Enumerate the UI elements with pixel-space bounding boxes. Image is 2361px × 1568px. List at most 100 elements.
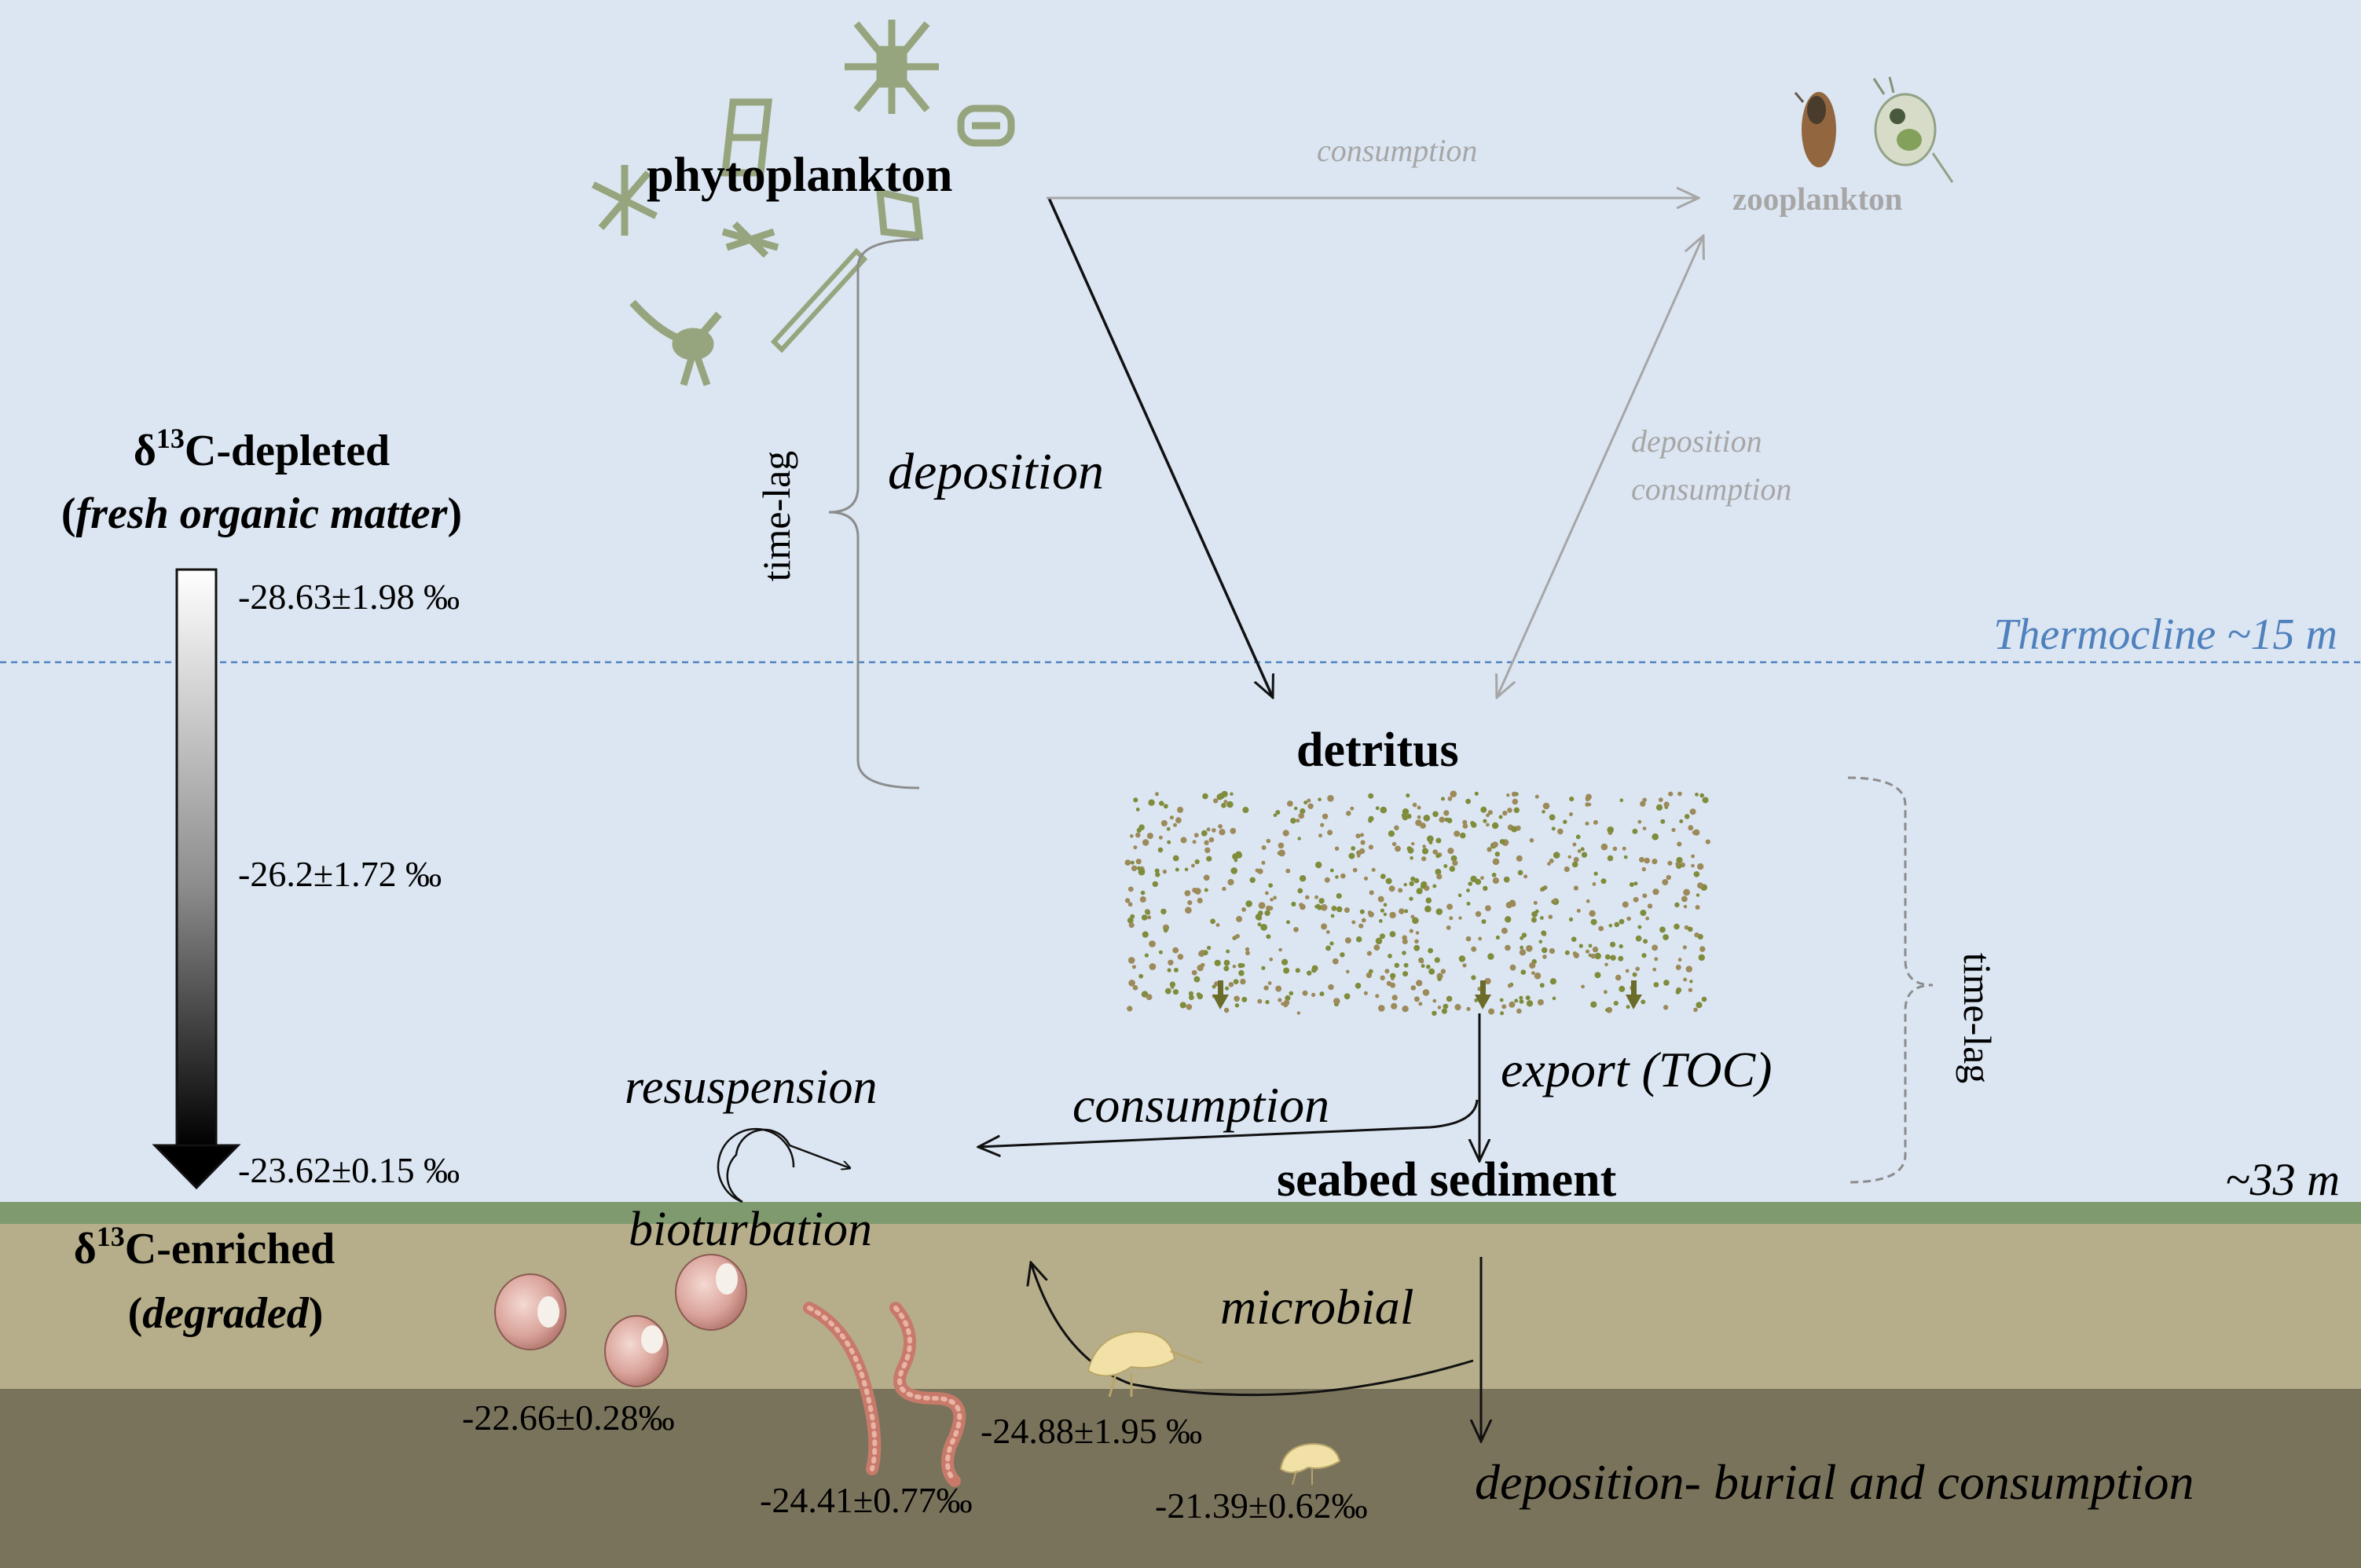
detritus-particle <box>1688 987 1693 992</box>
detritus-particle <box>1640 910 1647 916</box>
detritus-particle <box>1422 844 1426 848</box>
detritus-particle <box>1447 796 1453 801</box>
detritus-particle <box>1428 947 1433 954</box>
detritus-particle <box>1571 936 1577 942</box>
detritus-particle <box>1278 998 1282 1002</box>
detritus-particle <box>1424 905 1432 913</box>
detritus-particle <box>1268 906 1274 910</box>
detritus-particle <box>1679 819 1684 823</box>
detritus-particle <box>1466 901 1471 906</box>
detritus-particle <box>1375 994 1380 998</box>
detritus-particle <box>1409 929 1413 933</box>
detritus-particle <box>1481 919 1487 925</box>
detritus-particle <box>1322 813 1329 820</box>
detritus-particle <box>1592 882 1597 886</box>
time-lag-bracket-right <box>1847 776 1934 1184</box>
detritus-particle <box>1368 818 1373 823</box>
detritus-particle <box>1299 875 1307 882</box>
detritus-particle <box>1133 845 1138 850</box>
detritus-particle <box>1593 871 1598 876</box>
detritus-particle <box>1539 983 1545 988</box>
detritus-particle <box>1432 811 1439 818</box>
detritus-particle <box>1435 837 1442 844</box>
detritus-particle <box>1652 833 1659 841</box>
detritus-particle <box>1157 847 1164 853</box>
detritus-particle <box>1167 840 1171 844</box>
detritus-particle <box>1662 879 1669 885</box>
detritus-particle <box>1423 815 1431 822</box>
detritus-particle <box>1184 867 1189 872</box>
detritus-particle <box>1270 897 1274 902</box>
detritus-particle <box>1169 981 1176 987</box>
detritus-particle <box>1135 832 1141 838</box>
detritus-particle <box>1265 891 1269 896</box>
detritus-particle <box>1575 834 1581 840</box>
water-column <box>0 0 2361 1202</box>
detritus-particle <box>1164 987 1171 995</box>
detritus-particle <box>1260 924 1267 931</box>
detritus-particle <box>1180 837 1187 844</box>
microbial-label: microbial <box>1220 1279 1414 1335</box>
detritus-particle <box>1428 968 1435 975</box>
detritus-particle <box>1594 972 1601 979</box>
detritus-particle <box>1380 908 1384 913</box>
detritus-particle <box>1149 940 1156 947</box>
detritus-particle <box>1241 907 1246 912</box>
detritus-particle <box>1214 959 1221 966</box>
detritus-particle <box>1193 833 1199 838</box>
detritus-particle <box>1640 800 1646 807</box>
detritus-particle <box>1507 808 1512 813</box>
detritus-particle <box>1514 998 1519 1003</box>
detritus-particle <box>1443 1003 1449 1009</box>
detritus-particle <box>1454 1004 1461 1011</box>
diatom-chain-icon <box>720 98 773 177</box>
detritus-particle <box>1420 883 1426 889</box>
detritus-particle <box>1446 995 1453 1002</box>
detritus-particle <box>1585 821 1589 826</box>
detritus-particle <box>1197 897 1203 903</box>
detritus-particle <box>1623 855 1628 859</box>
detritus-particle <box>1449 866 1456 872</box>
detritus-particle <box>1580 847 1585 852</box>
detritus-particle <box>1462 819 1468 825</box>
detritus-particle <box>1693 871 1700 877</box>
detritus-particle <box>1175 817 1182 824</box>
detritus-particle <box>1519 949 1527 956</box>
detritus-particle <box>1502 810 1508 816</box>
detritus-particle <box>1147 915 1152 920</box>
detritus-particle <box>1163 804 1168 809</box>
export-toc-label: export (TOC) <box>1501 1042 1772 1097</box>
detritus-particle <box>1471 975 1476 980</box>
detritus-particle <box>1663 1005 1669 1010</box>
detritus-particle <box>1375 806 1380 811</box>
detritus-particle <box>1683 888 1691 896</box>
detritus-particle <box>1529 962 1536 969</box>
detritus-particle <box>1311 992 1316 997</box>
detritus-particle <box>1404 909 1409 914</box>
detritus-particle <box>1675 964 1681 970</box>
detritus-particle <box>1615 974 1622 981</box>
detritus-particle <box>1391 841 1397 847</box>
detritus-particle <box>1325 945 1331 951</box>
detritus-particle <box>1223 965 1230 972</box>
detritus-particle <box>1647 903 1653 909</box>
detritus-particle <box>1234 995 1240 1002</box>
detritus-particle <box>1128 922 1135 929</box>
detritus-particle <box>1484 977 1491 985</box>
detritus-particle <box>1130 914 1135 919</box>
detritus-particle <box>1167 968 1171 973</box>
zooplankton-label: zooplankton <box>1732 181 1903 217</box>
detritus-particle <box>1622 901 1629 908</box>
detritus-particle <box>1441 1008 1447 1014</box>
detritus-particle <box>1590 1001 1597 1008</box>
daphnia-icon <box>1872 76 1954 183</box>
detritus-particle <box>1652 888 1659 896</box>
detritus-particle <box>1201 830 1208 837</box>
detritus-particle <box>1127 1006 1133 1012</box>
detritus-particle <box>1403 882 1407 887</box>
detritus-particle <box>1127 902 1133 907</box>
detritus-particle <box>1136 827 1142 833</box>
detritus-particle <box>1569 797 1575 802</box>
detritus-particle <box>1142 931 1149 938</box>
detritus-particle <box>1257 922 1262 927</box>
